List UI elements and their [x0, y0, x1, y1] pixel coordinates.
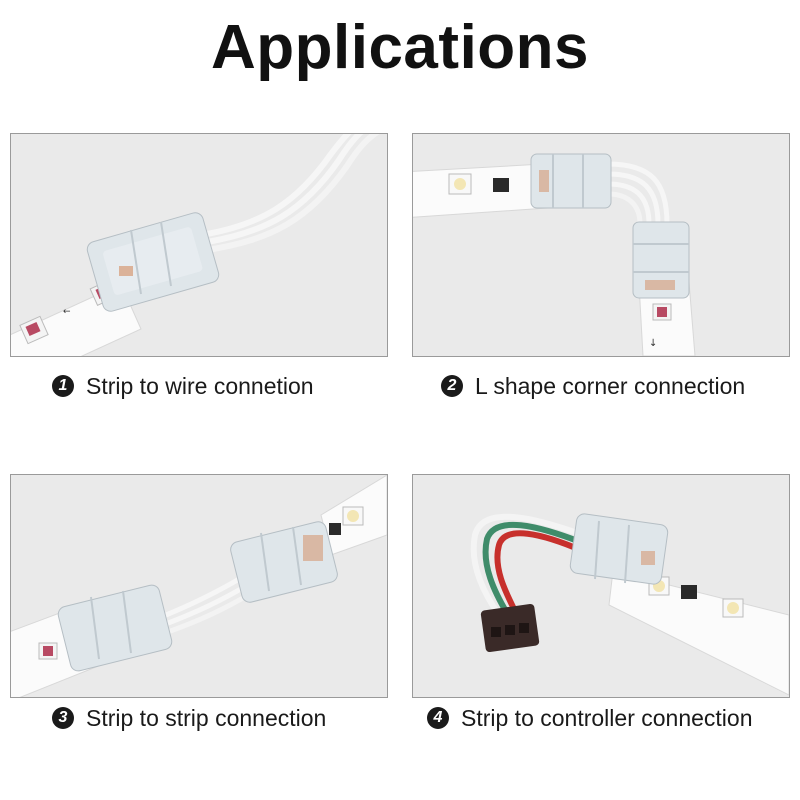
svg-text:←: ← — [63, 307, 71, 317]
number-badge: 3 — [52, 707, 74, 729]
caption-strip-to-wire: 1 Strip to wire connetion — [52, 369, 314, 403]
wire-icon — [607, 161, 670, 225]
connector-icon — [86, 212, 220, 312]
caption-label: Strip to controller connection — [461, 704, 753, 731]
caption-label: Strip to wire connetion — [86, 372, 314, 399]
l-shape-corner-illustration: ↓ — [413, 134, 789, 356]
wire-icon — [206, 134, 380, 253]
led-strip-icon: ↓ — [413, 163, 696, 356]
photo-strip-to-wire: ← — [10, 133, 388, 357]
connector-icon — [569, 513, 669, 585]
led-strip-icon — [608, 570, 789, 696]
photo-strip-to-strip — [10, 474, 388, 698]
strip-to-controller-illustration — [413, 475, 789, 697]
page-title: Applications — [210, 13, 590, 82]
svg-text:↓: ↓ — [649, 338, 657, 349]
photo-l-shape-corner: ↓ — [412, 133, 790, 357]
caption-strip-to-controller: 4 Strip to controller connection — [427, 701, 753, 735]
photo-strip-to-controller — [412, 474, 790, 698]
wire-icon — [470, 513, 585, 617]
caption-strip-to-strip: 3 Strip to strip connection — [52, 701, 326, 735]
caption-label: L shape corner connection — [475, 372, 746, 399]
connector-icon — [530, 153, 690, 299]
number-badge: 1 — [52, 375, 74, 397]
connector-icon — [57, 521, 338, 672]
number-badge: 2 — [441, 375, 463, 397]
strip-to-strip-illustration — [11, 475, 387, 697]
number-badge: 4 — [427, 707, 449, 729]
plug-icon — [480, 603, 540, 653]
strip-to-wire-illustration: ← — [11, 134, 387, 356]
caption-l-shape-corner: 2 L shape corner connection — [441, 369, 745, 403]
caption-label: Strip to strip connection — [86, 704, 327, 731]
